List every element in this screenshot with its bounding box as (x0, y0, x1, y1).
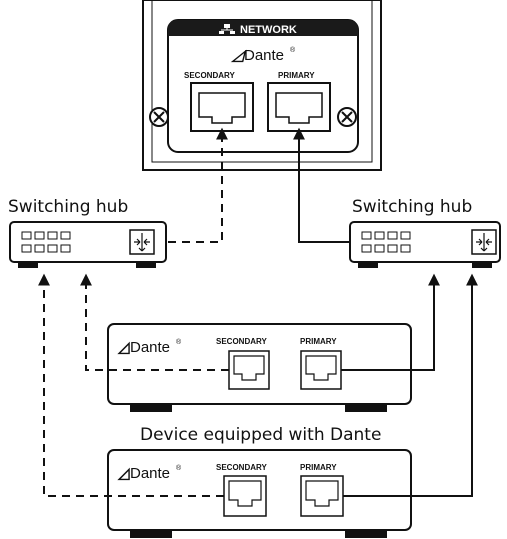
device-1-primary-label: PRIMARY (300, 337, 337, 346)
device-1-secondary-label: SECONDARY (216, 337, 267, 346)
device-2-brand-mark: ® (176, 464, 182, 472)
right-screw-icon (337, 107, 357, 127)
device-2-primary-label: PRIMARY (300, 463, 337, 472)
device-2-secondary-label: SECONDARY (216, 463, 267, 472)
network-icon (219, 24, 235, 34)
connections (38, 127, 478, 497)
top-primary-port[interactable] (267, 82, 331, 132)
device-1-primary-port[interactable] (300, 350, 342, 390)
top-secondary-port[interactable] (190, 82, 254, 132)
top-primary-label: PRIMARY (278, 71, 315, 80)
device-1-secondary-link (80, 273, 229, 371)
dante-device-2: ◿ Dante ® SECONDARY PRIMARY (107, 449, 412, 538)
right-hub-ports (361, 231, 411, 253)
left-hub-label: Switching hub (8, 197, 128, 217)
primary-link-panel (293, 127, 350, 243)
device-1-secondary-port[interactable] (228, 350, 270, 390)
device-2-primary-link (343, 273, 478, 497)
switch-arrows-icon (471, 229, 497, 255)
top-secondary-label: SECONDARY (184, 71, 235, 80)
svg-text:◿: ◿ (230, 47, 247, 64)
svg-text:◿: ◿ (117, 465, 130, 482)
device-1-brand-mark: ® (176, 338, 182, 346)
top-brand: Dante (244, 47, 284, 64)
device-2-secondary-link (38, 273, 224, 497)
right-switching-hub (349, 221, 501, 268)
switch-arrows-icon (129, 229, 155, 255)
secondary-link-panel (168, 127, 228, 243)
device-2-brand: Dante (130, 465, 170, 482)
device-1-brand: Dante (130, 339, 170, 356)
right-hub-label: Switching hub (352, 197, 472, 217)
top-device-panel: NETWORK ◿ Dante ® SECONDARY PRIMARY (142, 0, 382, 171)
top-brand-mark: ® (290, 46, 296, 54)
device-2-secondary-port[interactable] (223, 475, 267, 517)
left-switching-hub (9, 221, 167, 268)
top-dante-logo: ◿ Dante ® (230, 46, 296, 64)
network-label: NETWORK (240, 24, 297, 36)
device-caption: Device equipped with Dante (140, 425, 381, 445)
svg-text:◿: ◿ (117, 339, 130, 356)
left-hub-ports (21, 231, 71, 253)
dante-device-1: ◿ Dante ® SECONDARY PRIMARY (107, 323, 412, 412)
device-2-primary-port[interactable] (300, 475, 344, 517)
device-1-primary-link (341, 273, 440, 371)
left-screw-icon (149, 107, 169, 127)
